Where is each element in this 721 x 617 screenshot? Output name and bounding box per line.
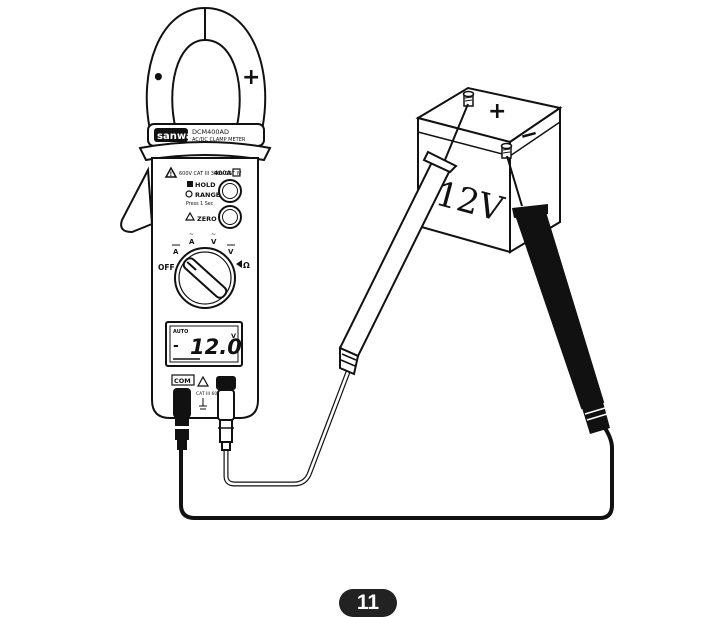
range-sub-label: Press 1 Sec [186, 201, 214, 207]
hold-label: HOLD [195, 181, 216, 189]
dial-dc-a-label: A [173, 248, 179, 256]
lcd-reading: 12.0 [190, 335, 242, 359]
rotary-function-dial[interactable] [174, 247, 236, 309]
com-terminal-label: COM [174, 377, 191, 385]
dial-ohm-label: Ω [243, 261, 250, 270]
battery-positive-terminal [462, 90, 475, 107]
svg-text:~: ~ [211, 231, 216, 238]
lcd-sign: - [173, 338, 179, 354]
zero-label: ZERO [197, 215, 217, 223]
svg-text:~: ~ [189, 231, 194, 238]
zero-button[interactable] [218, 205, 242, 229]
voltage-plug [216, 376, 236, 451]
black-probe [506, 155, 610, 434]
battery: + − 12V [415, 86, 563, 254]
battery-negative-terminal [500, 142, 513, 159]
clamp-meter: • + sanwa DCM400AD AC/DC CLAMP METER ! 6… [120, 6, 272, 451]
dial-ac-v-label: V [211, 238, 217, 246]
lcd-unit: V [231, 332, 236, 340]
svg-text:!: ! [170, 171, 173, 178]
page-number: 11 [339, 589, 397, 617]
model-subtitle: AC/DC CLAMP METER [192, 137, 246, 143]
hold-range-button[interactable] [218, 179, 242, 203]
cat-rating-text: 600V CAT III 300V CAT IV [179, 171, 242, 177]
model-name: DCM400AD [192, 128, 229, 136]
lcd-auto-indicator: AUTO [173, 329, 188, 335]
black-lead-wire [179, 423, 614, 520]
range-label: RANGE [195, 191, 220, 199]
dial-ac-a-label: A [189, 238, 195, 246]
current-rating: 400A [214, 170, 232, 177]
lcd-display: AUTO - 12.0 V [165, 321, 243, 367]
battery-plus-label: + [488, 99, 506, 124]
jaw-minus-mark: • [152, 65, 165, 89]
brand-logo: sanwa [157, 131, 193, 142]
warning-row: ! 600V CAT III 300V CAT IV 400A [164, 166, 242, 178]
red-probe [338, 103, 469, 376]
terminal-cat-label: CAT III 600V [196, 391, 224, 397]
dial-off-label: OFF [158, 263, 175, 272]
dial-dc-v-label: V [228, 248, 234, 256]
clamp-trigger [120, 166, 154, 234]
com-plug [172, 388, 192, 450]
jaw-plus-mark: + [242, 65, 260, 90]
